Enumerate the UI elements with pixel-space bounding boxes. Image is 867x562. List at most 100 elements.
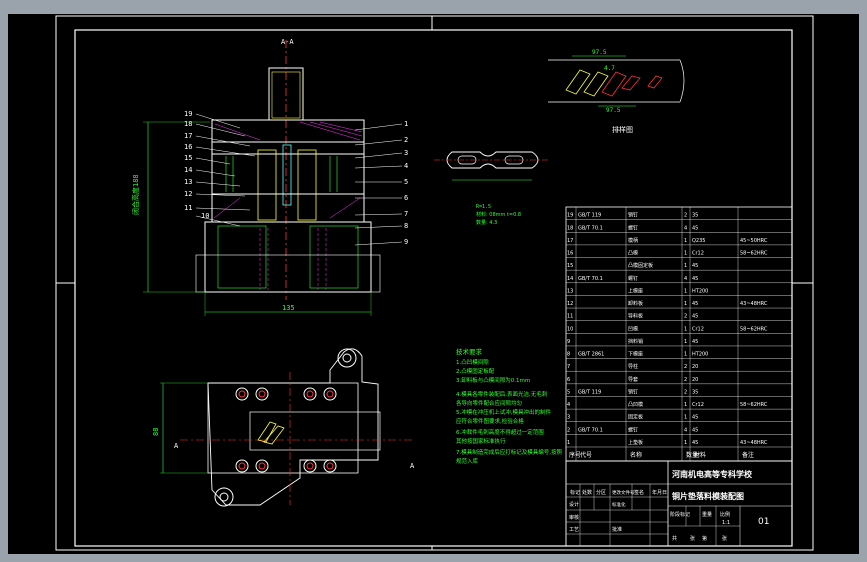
bom-cell: 1	[684, 263, 687, 269]
bom-cell: 8	[567, 352, 570, 358]
tb-label: 更改文件号	[612, 489, 635, 496]
callout: 7	[404, 210, 408, 218]
part-note: R=1.5	[476, 204, 491, 210]
bom-cell: 螺钉	[628, 426, 638, 433]
tb-role: 标准化	[612, 501, 626, 508]
title-block: 标记 处数 分区 更改文件号 签名 年月日 设计 标准化 审核 工艺 批准 阶段…	[565, 460, 793, 547]
note-line: 6.冲裁件毛刺高度不得超过一定范围	[456, 428, 544, 436]
note-line: 1.凸凹模间隙	[456, 358, 489, 366]
strip-dim-mid: 4.7	[604, 65, 615, 72]
bom-cell: 20	[692, 364, 698, 370]
bom-cell: 45	[692, 427, 698, 433]
part-note: 材料: 08mm t=0.8	[476, 211, 521, 218]
bom-cell: 1	[684, 326, 687, 332]
section-marker-left: A	[174, 442, 179, 450]
bom-cell: 螺钉	[628, 224, 638, 231]
strip-layout: 97.5 4.7 97.5 排样图	[548, 49, 685, 134]
strip-dim-top: 97.5	[592, 49, 607, 56]
bom-cell: 导料板	[628, 313, 643, 320]
bom-cell: Cr12	[692, 402, 704, 408]
bom-cell: 15	[567, 263, 573, 269]
note-line: 5.冲模在冲压机上试冲,模具冲出的制件	[456, 408, 551, 416]
bom-cell: 45	[692, 314, 698, 320]
callout: 17	[184, 132, 192, 140]
note-line: 3.卸料板与凸模间隙为0.1mm	[456, 376, 530, 384]
tb-role: 工艺	[569, 527, 579, 533]
tb-label: 年月日	[652, 489, 667, 496]
drawing-background	[8, 14, 859, 554]
note-line: 其他按国家标准执行	[456, 437, 506, 445]
bom-header-cell: 材料	[694, 451, 706, 459]
strip-caption: 排样图	[612, 125, 633, 134]
view-label: A-A	[281, 38, 294, 46]
bom-cell: Cr12	[692, 326, 704, 332]
tb-role: 审核	[569, 514, 579, 521]
callout: 8	[404, 222, 408, 230]
note-line: 2.凸模固定板配	[456, 367, 495, 375]
technical-notes: 技术要求 1.凸凹模间隙 2.凸模固定板配 3.卸料板与凸模间隙为0.1mm 4…	[456, 347, 562, 465]
bom-cell: 14	[567, 276, 573, 282]
bom-cell: 1	[684, 251, 687, 257]
callout: 10	[201, 212, 209, 220]
bom-cell: 4	[567, 402, 570, 408]
tb-scale: 1:1	[722, 520, 730, 526]
bom-cell: 1	[684, 415, 687, 421]
callout: 6	[404, 194, 408, 202]
tb-school: 河南机电高等专科学校	[672, 469, 753, 479]
bom-cell: 1	[684, 339, 687, 345]
callout: 18	[184, 120, 192, 128]
bom-cell: 1	[684, 352, 687, 358]
bom-cell: 1	[684, 402, 687, 408]
bom-cell: 11	[567, 314, 573, 320]
bom-cell: 卸料板	[628, 300, 643, 307]
bom-cell: 5	[567, 389, 570, 395]
bom-cell: 4	[684, 427, 687, 433]
bom-header-cell: 备注	[742, 451, 754, 459]
bom-header-cell: 代号	[580, 451, 592, 459]
callouts-left: 19 18 17 16 15 14 13 12 11 10	[184, 110, 209, 220]
dim-height: 闭合高度188	[131, 174, 140, 215]
bom-cell: 凸模	[628, 250, 638, 257]
bom-cell: 1	[684, 238, 687, 244]
callouts-right: 1 2 3 4 5 6 7 8 9	[404, 120, 408, 246]
bom-cell: 3	[567, 415, 570, 421]
tb-drawing-name: 铜片垫落料模装配图	[672, 491, 744, 501]
bom-cell: 19	[567, 213, 573, 219]
bom-cell: 35	[692, 389, 698, 395]
callout: 16	[184, 143, 192, 151]
bom-cell: Q235	[692, 238, 705, 244]
bom-cell: 45	[692, 415, 698, 421]
tb-sheet: 张	[690, 535, 695, 542]
bom-cell: GB/T 70.1	[578, 427, 603, 433]
bom-cell: 上模座	[628, 287, 643, 294]
tb-label: 签名	[634, 489, 644, 496]
bom-cell: 1	[684, 440, 687, 446]
assembly-section-view: A-A	[131, 38, 403, 316]
bom-cell: GB/T 70.1	[578, 225, 603, 231]
bom-cell: HT200	[692, 352, 708, 358]
bom-cell: 销钉	[628, 388, 638, 395]
callout: 15	[184, 154, 192, 162]
part-note: 数量: 4.3	[476, 219, 497, 226]
callout: 12	[184, 190, 192, 198]
bom-cell: 58~62HRC	[740, 251, 768, 257]
tb-stage: 阶段标记	[670, 511, 690, 518]
bom-cell: 58~62HRC	[740, 402, 768, 408]
bom-cell: GB/T 119	[578, 389, 601, 395]
callout: 3	[404, 149, 408, 157]
bom-cell: 18	[567, 225, 573, 231]
bom-cell: 固定板	[628, 414, 643, 421]
bom-cell: GB/T 119	[578, 213, 601, 219]
callout: 5	[404, 178, 408, 186]
callout: 13	[184, 178, 192, 186]
bom-cell: 上垫板	[628, 439, 643, 446]
bom-cell: 45~50HRC	[740, 238, 768, 244]
bom-cell: 45	[692, 339, 698, 345]
callout: 2	[404, 136, 408, 144]
notes-title: 技术要求	[456, 347, 483, 356]
bom-cell: GB/T 2861	[578, 352, 604, 358]
tb-label: 处数	[582, 489, 592, 496]
bom-cell: 凸凹模	[628, 401, 643, 408]
bom-cell: 58~62HRC	[740, 326, 768, 332]
plan-view: 88 A A	[152, 348, 415, 507]
